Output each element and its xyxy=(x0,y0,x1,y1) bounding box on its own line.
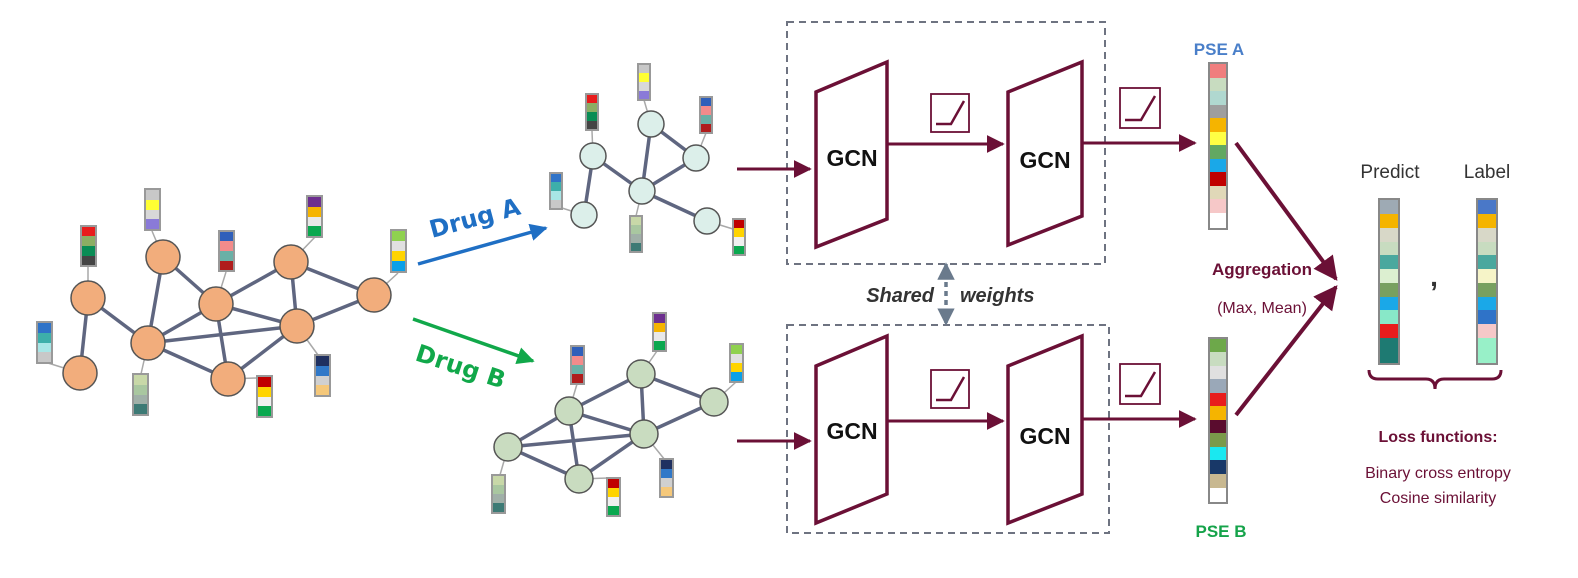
feature-vector xyxy=(652,312,667,352)
full-graph-nodes xyxy=(62,239,392,397)
feature-vector xyxy=(491,474,506,514)
relu-activation-icon xyxy=(1119,87,1161,129)
gcn-label: GCN xyxy=(1019,423,1070,449)
feature-vector xyxy=(144,188,161,231)
label-label: Label xyxy=(1464,162,1511,183)
gcn-layer-1 xyxy=(814,333,889,526)
feature-vector xyxy=(699,96,713,134)
feature-vector xyxy=(585,93,599,131)
aggregation-detail: (Max, Mean) xyxy=(1217,300,1307,317)
feature-vector xyxy=(637,63,651,101)
pse-a-label: PSE A xyxy=(1194,40,1244,59)
relu-activation-icon xyxy=(930,93,970,133)
drug-b-graph xyxy=(491,312,744,517)
aggregation-step: Aggregation (Max, Mean) xyxy=(1212,141,1338,417)
drug-b-split-arrow: Drug B xyxy=(412,317,535,394)
feature-vector xyxy=(218,230,235,272)
feature-vector xyxy=(314,354,331,397)
shared-weights-right-label: weights xyxy=(960,285,1034,307)
predict-label: Predict xyxy=(1360,162,1420,183)
gcn-label: GCN xyxy=(826,418,877,444)
pse-b-label: PSE B xyxy=(1195,522,1246,541)
aggregation-title: Aggregation xyxy=(1212,260,1312,279)
feature-vector xyxy=(659,458,674,498)
gcn-layer-2 xyxy=(1006,59,1084,248)
full-drug-graph xyxy=(36,188,407,418)
loss-title: Loss functions: xyxy=(1378,429,1497,446)
shared-weights-left-label: Shared xyxy=(866,285,935,307)
drug-a-label: Drug A xyxy=(426,193,523,244)
loss-item: Cosine similarity xyxy=(1380,490,1496,507)
gcn-label: GCN xyxy=(826,145,877,171)
loss-item: Binary cross entropy xyxy=(1365,465,1511,482)
gcn-layer-1 xyxy=(814,59,889,250)
pse-a-vector: PSE A xyxy=(1194,40,1244,230)
feature-vector xyxy=(570,345,585,385)
gcn-block-a: GCN GCN xyxy=(737,21,1197,265)
feature-vector xyxy=(36,321,53,364)
feature-vector xyxy=(732,218,746,256)
loss-section: Loss functions: Binary cross entropy Cos… xyxy=(1365,369,1511,507)
feature-vector xyxy=(390,229,407,273)
relu-activation-icon xyxy=(1119,363,1161,405)
feature-vector xyxy=(549,172,563,210)
gcn-block-b: GCN GCN xyxy=(737,324,1197,534)
drug-a-graph xyxy=(549,63,746,256)
label-vector: Label xyxy=(1464,162,1511,365)
feature-vector xyxy=(80,225,97,267)
full-graph-feature-vectors xyxy=(36,188,407,418)
relu-activation-icon xyxy=(930,369,970,409)
feature-vector xyxy=(132,373,149,416)
feature-vector xyxy=(629,215,643,253)
gcn-label: GCN xyxy=(1019,147,1070,173)
shared-weights-indicator: Shared weights xyxy=(866,262,1034,326)
feature-vector xyxy=(306,195,323,238)
pse-b-vector: PSE B xyxy=(1195,337,1247,541)
feature-vector xyxy=(729,343,744,383)
pair-separator: , xyxy=(1430,261,1438,292)
gcn-layer-2 xyxy=(1006,333,1084,526)
predict-vector: Predict xyxy=(1360,162,1420,365)
feature-vector xyxy=(606,477,621,517)
feature-vector xyxy=(256,375,273,418)
drug-a-split-arrow: Drug A xyxy=(417,193,548,266)
